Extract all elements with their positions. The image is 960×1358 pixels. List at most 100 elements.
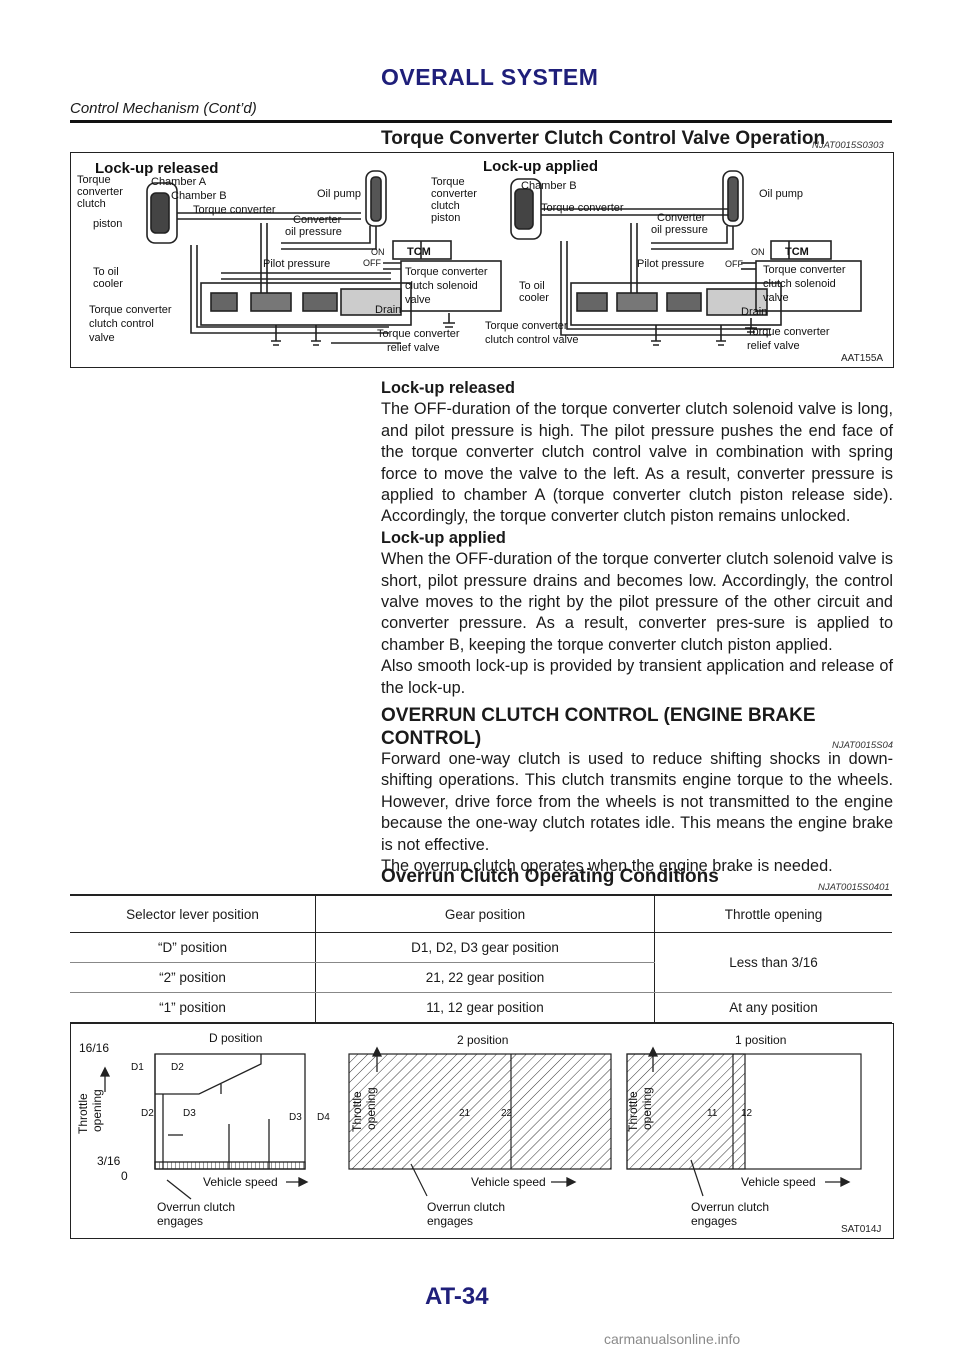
table-row: “D” position D1, D2, D3 gear position Le…	[70, 932, 892, 993]
lockup-applied-heading: Lock-up applied	[381, 528, 506, 547]
lockup-description: Lock-up released The OFF-duration of the…	[381, 378, 893, 699]
panel-2-title: 2 position	[457, 1033, 508, 1047]
label-tcm-right: TCM	[785, 246, 809, 258]
label-r-to-oil: To oil	[519, 280, 545, 292]
label-relief-2: relief valve	[387, 342, 440, 354]
label-drain-right: Drain	[741, 306, 767, 318]
label-cooler: cooler	[93, 278, 123, 290]
label-lockup-applied: Lock-up applied	[483, 158, 598, 175]
panel-2-note-2: engages	[427, 1214, 473, 1228]
panel-1-ylabel-2: opening	[640, 1087, 654, 1130]
table-row: “2” position 21, 22 gear position	[70, 962, 892, 993]
d-label-d2-top: D2	[171, 1062, 184, 1073]
d-label-d2: D2	[141, 1108, 154, 1119]
label-oil-pump: Oil pump	[317, 188, 361, 200]
section-heading-conditions: Overrun Clutch Operating Conditions	[381, 866, 719, 887]
cell-gear: D1, D2, D3 gear position	[315, 932, 655, 963]
label-to-oil: To oil	[93, 266, 119, 278]
label-clutch: clutch	[77, 198, 106, 210]
label-converter: converter	[77, 186, 123, 198]
label-r-relief-2: relief valve	[747, 340, 800, 352]
label-relief-1: Torque converter	[377, 328, 460, 340]
section-code: NJAT0015S0303	[812, 140, 884, 151]
label-oil-pressure: oil pressure	[285, 226, 342, 238]
label-r-clutch: clutch	[431, 200, 460, 212]
label-r-converter: converter	[431, 188, 477, 200]
panel-d-note-1: Overrun clutch	[157, 1200, 235, 1214]
conditions-table: Selector lever position Gear position Th…	[70, 896, 892, 1024]
page-header-title: OVERALL SYSTEM	[381, 64, 599, 90]
d-label-d4: D4	[317, 1112, 330, 1123]
figure-code-sat014j: SAT014J	[841, 1224, 881, 1235]
panel-1-title: 1 position	[735, 1033, 786, 1047]
panel-d-xlabel: Vehicle speed	[203, 1175, 278, 1189]
lockup-released-body: The OFF-duration of the torque converter…	[381, 400, 893, 526]
y-label-16-16: 16/16	[79, 1041, 109, 1055]
label-control-valve-1: Torque converter	[89, 304, 172, 316]
label-r-solenoid-1: Torque converter	[763, 264, 846, 276]
figure-lockup-diagram: Lock-up released Lock-up applied Torque …	[70, 152, 894, 368]
label-solenoid-1: Torque converter	[405, 266, 488, 278]
page-header-subtitle: Control Mechanism (Cont’d)	[70, 100, 257, 117]
table-row: “1” position 11, 12 gear position At any…	[70, 992, 892, 1024]
label-drain-left: Drain	[375, 304, 401, 316]
label-torque: Torque	[77, 174, 111, 186]
panel-d-ylabel-1: Throttle	[76, 1093, 90, 1134]
lockup-applied-body: When the OFF-duration of the torque conv…	[381, 550, 893, 654]
label-r-solenoid-2: clutch solenoid	[763, 278, 836, 290]
label-r-solenoid-3: valve	[763, 292, 789, 304]
label-solenoid-2: clutch solenoid	[405, 280, 478, 292]
cell-throttle-merged: Less than 3/16	[654, 932, 892, 993]
label-r-torque-converter: Torque converter	[541, 202, 624, 214]
watermark-link[interactable]: carmanualsonline.info	[604, 1331, 741, 1347]
label-r-control-1: Torque converter	[485, 320, 568, 332]
two-label-22: 22	[501, 1108, 513, 1119]
overrun-body: Forward one-way clutch is used to reduce…	[381, 750, 893, 854]
page-number: AT-34	[425, 1283, 489, 1310]
overrun-body2: The overrun clutch operates when the eng…	[381, 857, 833, 876]
panel-1-note-2: engages	[691, 1214, 737, 1228]
section-heading-tcc-valve: Torque Converter Clutch Control Valve Op…	[381, 128, 826, 149]
label-pilot-pressure-right: Pilot pressure	[637, 258, 704, 270]
one-label-11: 11	[707, 1108, 718, 1119]
section-code: NJAT0015S04	[832, 740, 894, 751]
overrun-heading-line2: CONTROL)	[381, 728, 482, 749]
label-chamber-b: Chamber B	[171, 190, 227, 202]
conditions-table-wrapper: Selector lever position Gear position Th…	[70, 894, 892, 1024]
figure-overrun-conditions: 16/16 3/16 0 D position 2 position 1 pos…	[70, 1023, 894, 1239]
d-label-d3-right: D3	[289, 1112, 302, 1123]
cell-gear: 21, 22 gear position	[315, 962, 655, 993]
label-r-cooler: cooler	[519, 292, 549, 304]
d-label-d3: D3	[183, 1108, 196, 1119]
label-r-relief-1: Torque converter	[747, 326, 830, 338]
table-header: Throttle opening	[654, 896, 892, 933]
d-label-d1: D1	[131, 1062, 144, 1073]
figure-code-aat155a: AAT155A	[841, 353, 883, 364]
cell-throttle: At any position	[654, 992, 892, 1024]
label-piston: piston	[93, 218, 122, 230]
panel-1-note-1: Overrun clutch	[691, 1200, 769, 1214]
label-on-right: ON	[751, 247, 765, 257]
panel-2-ylabel-1: Throttle	[350, 1091, 364, 1132]
label-r-oil-pressure: oil pressure	[651, 224, 708, 236]
label-pilot-pressure-left: Pilot pressure	[263, 258, 330, 270]
cell-gear: 11, 12 gear position	[315, 992, 655, 1024]
two-label-21: 21	[459, 1108, 471, 1119]
label-on-left: ON	[371, 247, 385, 257]
label-r-piston: piston	[431, 212, 460, 224]
label-torque-converter: Torque converter	[193, 204, 276, 216]
one-label-12: 12	[741, 1108, 753, 1119]
label-r-control-2: clutch control valve	[485, 334, 579, 346]
label-off-left: OFF	[363, 258, 381, 268]
header-rule	[70, 120, 892, 123]
section-heading-overrun: OVERRUN CLUTCH CONTROL (ENGINE BRAKE CON…	[381, 704, 816, 750]
label-lockup-released: Lock-up released	[95, 160, 218, 177]
label-solenoid-3: valve	[405, 294, 431, 306]
cell-selector: “1” position	[70, 992, 316, 1024]
label-control-valve-3: valve	[89, 332, 115, 344]
label-r-chamber-b: Chamber B	[521, 180, 577, 192]
lockup-diagram-svg: Lock-up released Lock-up applied Torque …	[77, 158, 883, 364]
table-header: Gear position	[315, 896, 655, 933]
table-header: Selector lever position	[70, 896, 316, 933]
label-control-valve-2: clutch control	[89, 318, 154, 330]
